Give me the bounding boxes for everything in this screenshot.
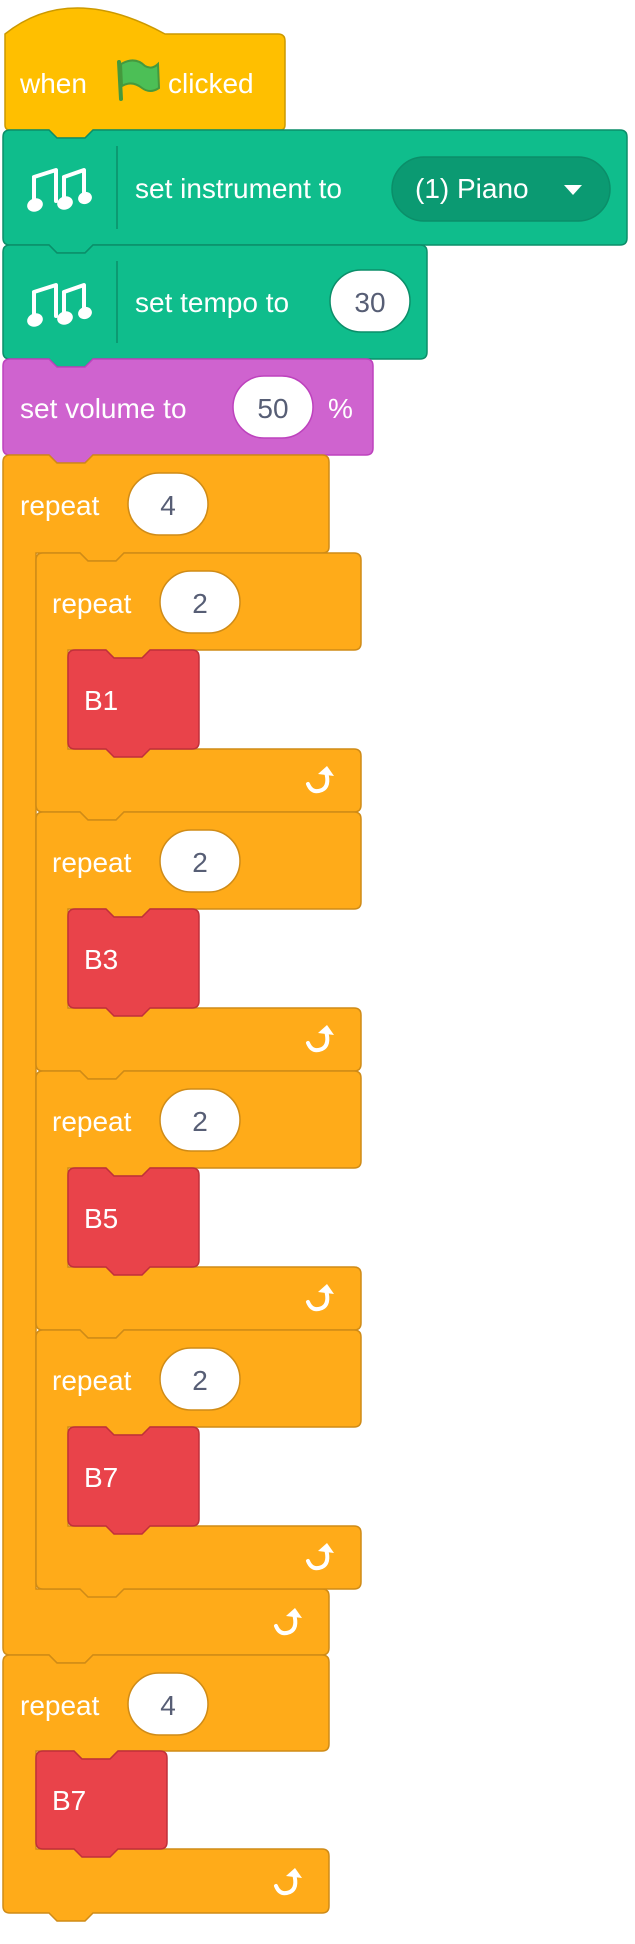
green-flag-icon — [117, 59, 161, 101]
final-repeat-count-input[interactable]: 4 — [127, 1672, 209, 1736]
hat-when-label: when — [19, 68, 87, 99]
inner-repeat-block[interactable]: repeat 2 B1 — [35, 552, 362, 821]
set-instrument-label: set instrument to — [135, 173, 342, 204]
inner-repeat-count-input[interactable]: 2 — [159, 829, 241, 893]
when-flag-clicked-block[interactable]: when clicked — [4, 7, 286, 139]
custom-block-label: B1 — [84, 685, 118, 716]
instrument-value: (1) Piano — [415, 173, 529, 204]
hat-clicked-label: clicked — [168, 68, 254, 99]
inner-repeat-label: repeat — [52, 1365, 132, 1396]
inner-repeat-count: 2 — [192, 1106, 208, 1137]
volume-input[interactable]: 50 — [232, 375, 314, 439]
final-repeat-count: 4 — [160, 1690, 176, 1721]
dropdown-arrow-icon — [564, 185, 582, 195]
final-repeat-label: repeat — [20, 1690, 100, 1721]
custom-block-b7[interactable]: B7 — [35, 1750, 168, 1858]
tempo-value: 30 — [354, 287, 385, 318]
inner-repeat-block[interactable]: repeat 2 B3 — [35, 811, 362, 1080]
set-tempo-block[interactable]: set tempo to 30 — [2, 244, 428, 368]
custom-block-label: B3 — [84, 944, 118, 975]
inner-repeat-count: 2 — [192, 588, 208, 619]
outer-repeat-count: 4 — [160, 490, 176, 521]
custom-block-b5[interactable]: B5 — [67, 1167, 200, 1276]
inner-repeat-count: 2 — [192, 1365, 208, 1396]
set-volume-label: set volume to — [20, 393, 187, 424]
set-tempo-label: set tempo to — [135, 287, 289, 318]
outer-repeat-label: repeat — [20, 490, 100, 521]
custom-block-b1[interactable]: B1 — [67, 649, 200, 758]
tempo-input[interactable]: 30 — [329, 269, 411, 333]
inner-repeat-label: repeat — [52, 847, 132, 878]
custom-block-b7[interactable]: B7 — [67, 1426, 200, 1535]
set-instrument-block[interactable]: set instrument to (1) Piano — [2, 129, 628, 254]
outer-repeat-count-input[interactable]: 4 — [127, 472, 209, 536]
volume-value: 50 — [257, 393, 288, 424]
inner-repeat-count: 2 — [192, 847, 208, 878]
set-volume-block[interactable]: set volume to 50 % — [2, 358, 374, 464]
volume-percent-label: % — [328, 393, 353, 424]
custom-block-label: B7 — [84, 1462, 118, 1493]
custom-block-label: B5 — [84, 1203, 118, 1234]
custom-block-label: B7 — [52, 1785, 86, 1816]
custom-block-b3[interactable]: B3 — [67, 908, 200, 1017]
inner-repeat-count-input[interactable]: 2 — [159, 1088, 241, 1152]
final-repeat-block[interactable]: repeat 4 B7 — [2, 1654, 330, 1922]
inner-repeat-label: repeat — [52, 588, 132, 619]
inner-repeat-block[interactable]: repeat 2 B7 — [35, 1329, 362, 1598]
inner-repeat-count-input[interactable]: 2 — [159, 570, 241, 634]
instrument-dropdown[interactable]: (1) Piano — [391, 156, 611, 222]
inner-repeat-count-input[interactable]: 2 — [159, 1347, 241, 1411]
inner-repeat-label: repeat — [52, 1106, 132, 1137]
inner-repeat-block[interactable]: repeat 2 B5 — [35, 1070, 362, 1339]
